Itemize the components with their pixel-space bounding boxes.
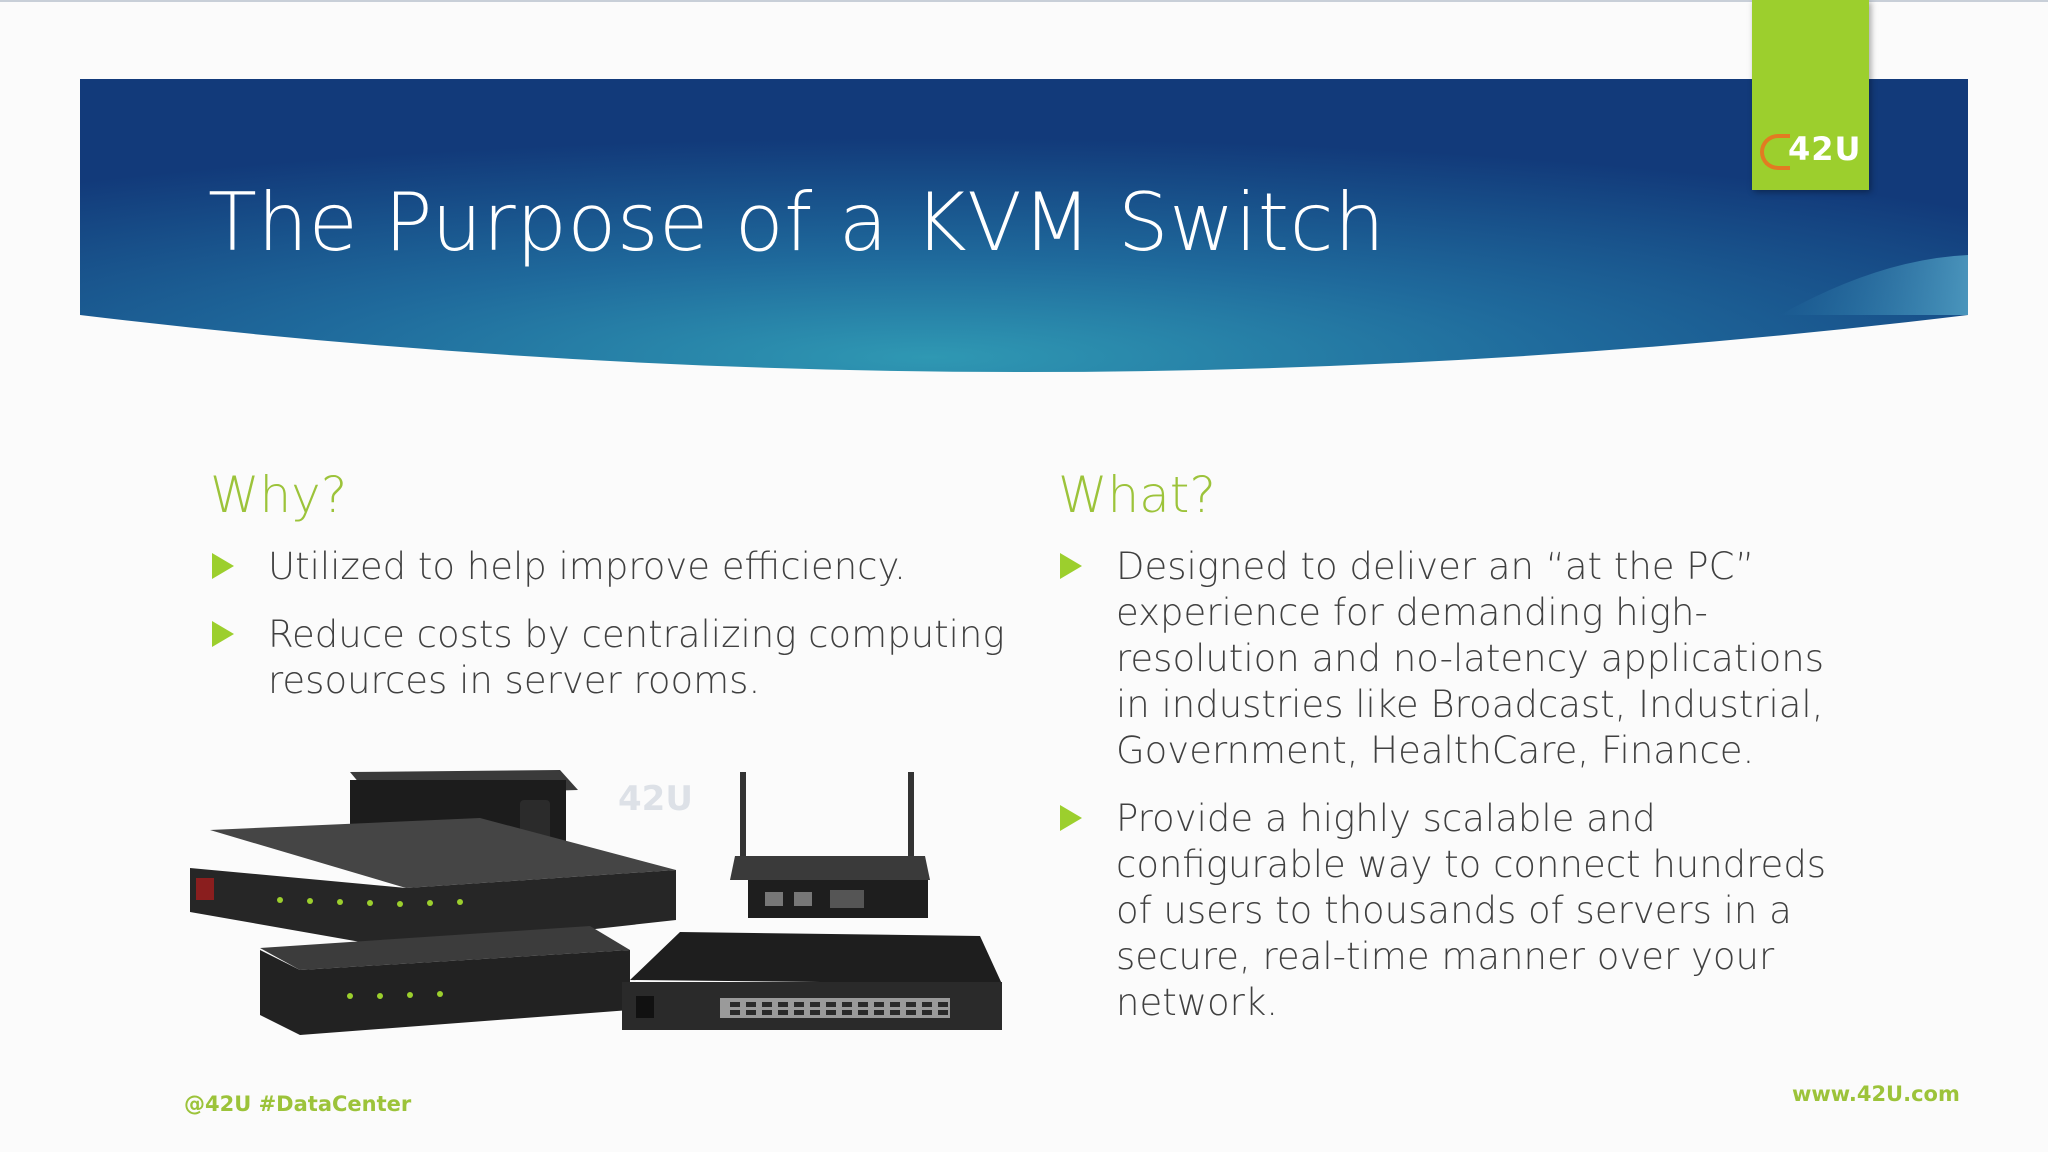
header-banner <box>80 79 1968 372</box>
bullet-arrow-icon <box>1060 553 1082 579</box>
why-heading: Why? <box>210 466 348 524</box>
image-watermark: 42U <box>618 779 693 819</box>
company-logo: 42U <box>1752 0 1869 190</box>
bullet-text: Reduce costs by centralizing computing r… <box>268 613 1005 702</box>
footer-hashtag: @42U #DataCenter <box>184 1092 412 1116</box>
kvm-extender <box>730 772 930 918</box>
list-item: Utilized to help improve efficiency. <box>210 544 1030 590</box>
why-list: Utilized to help improve efficiency. Red… <box>210 544 1030 726</box>
footer-website-link[interactable]: www.42U.com <box>1792 1082 1960 1106</box>
logo-swoosh-icon <box>1760 134 1790 170</box>
bullet-arrow-icon <box>1060 805 1082 831</box>
bullet-text: Utilized to help improve efficiency. <box>268 545 906 588</box>
list-item: Provide a highly scalable and configurab… <box>1058 796 1858 1026</box>
slide-title: The Purpose of a KVM Switch <box>208 176 1386 269</box>
list-item: Designed to deliver an “at the PC” exper… <box>1058 544 1858 774</box>
kvm-rack-switch-1 <box>190 818 676 950</box>
bullet-arrow-icon <box>212 553 234 579</box>
bullet-text: Designed to deliver an “at the PC” exper… <box>1116 545 1824 772</box>
what-heading: What? <box>1058 466 1216 524</box>
top-border-line <box>0 0 2048 2</box>
logo-text: 42U <box>1788 130 1862 168</box>
list-item: Reduce costs by centralizing computing r… <box>210 612 1030 704</box>
kvm-rack-switch-2 <box>260 926 630 1035</box>
kvm-products-image: 42U <box>190 770 1002 1035</box>
bullet-text: Provide a highly scalable and configurab… <box>1116 797 1827 1024</box>
bullet-arrow-icon <box>212 621 234 647</box>
kvm-rack-console-switch <box>622 932 1002 1030</box>
what-list: Designed to deliver an “at the PC” exper… <box>1058 544 1858 1048</box>
